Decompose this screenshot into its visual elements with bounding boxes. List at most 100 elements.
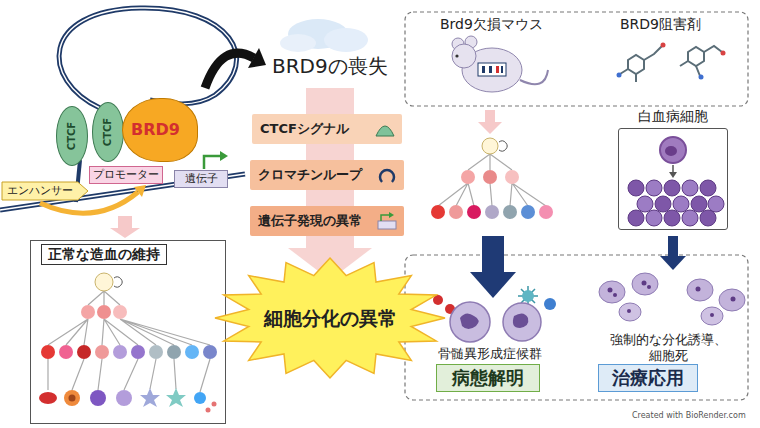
mouse-icon	[478, 63, 506, 76]
navy-down-arrow	[668, 236, 678, 256]
leukemia-cells	[646, 180, 662, 196]
leukemia-cells	[660, 137, 686, 163]
normal-hematopoiesis-tree	[81, 305, 95, 319]
leukemia-cells	[664, 210, 680, 226]
inhibitor-molecule	[688, 47, 704, 66]
mouse-hematopoiesis-tree	[482, 138, 498, 154]
process-box: CTCFシグナル	[252, 114, 402, 144]
heading-text: BRD9の喪失	[272, 54, 388, 78]
pink-down-arrow	[110, 228, 140, 238]
normal-hematopoiesis-tree	[206, 408, 211, 413]
dying-cells	[632, 273, 658, 295]
node-text: 細胞分化の異常	[264, 307, 397, 330]
pink-down-arrow	[110, 216, 140, 238]
mouse-hematopoiesis-tree	[483, 170, 497, 184]
node-text: クロマチンループ	[258, 167, 362, 183]
leukemia-cells	[637, 196, 653, 212]
normal-hematopoiesis-tree	[90, 390, 106, 406]
normal-hematopoiesis-tree	[116, 390, 132, 406]
normal-hematopoiesis-tree	[64, 390, 80, 406]
normal-hematopoiesis-tree	[113, 345, 127, 359]
dying-cells	[710, 313, 714, 317]
enhancer-arrow	[134, 185, 146, 197]
cloud-blob	[280, 34, 316, 52]
hematopoiesis-panel: 正常な造血の維持	[30, 240, 226, 424]
step-icon	[376, 212, 398, 230]
normal-hematopoiesis-tree	[97, 305, 111, 319]
normal-hematopoiesis-tree	[114, 277, 122, 287]
navy-down-arrow	[482, 236, 504, 272]
chromatin-loop	[59, 8, 237, 108]
leukemia-cells	[700, 180, 716, 196]
normal-hematopoiesis-tree	[149, 345, 163, 359]
node-text: 治療応用	[612, 367, 684, 389]
normal-hematopoiesis-tree	[59, 345, 73, 359]
dying-cells	[599, 273, 745, 325]
node-text: プロモーター	[93, 168, 159, 181]
mds-cells	[450, 302, 490, 342]
mouse-hematopoiesis-tree	[467, 205, 481, 219]
transcription-arrow	[204, 151, 228, 169]
dying-cells	[696, 287, 701, 292]
mds-cells	[513, 313, 528, 328]
mouse-icon	[501, 66, 503, 73]
step-icon	[374, 120, 396, 138]
dying-cells	[627, 309, 631, 313]
chromatin-loop	[59, 8, 237, 202]
result-box: 治療応用	[598, 364, 698, 392]
normal-hematopoiesis-tree	[48, 291, 210, 392]
mouse-hematopoiesis-tree	[431, 138, 553, 219]
black-curved-arrow	[205, 48, 266, 88]
mouse-hematopoiesis-tree	[438, 154, 546, 206]
dashed-region	[405, 12, 748, 400]
dying-cells	[731, 297, 736, 302]
dying-cells	[642, 281, 647, 286]
transcription-arrow	[220, 151, 228, 161]
leukemia-cells	[664, 180, 680, 196]
leukemia-cells	[682, 210, 698, 226]
normal-hematopoiesis-tree	[41, 345, 55, 359]
step-icon	[389, 212, 394, 218]
dashed-region	[405, 12, 748, 106]
step-icon	[376, 126, 394, 136]
leukemia-cells	[682, 180, 698, 196]
leukemia-cells	[628, 180, 644, 196]
mouse-icon	[496, 66, 499, 73]
dying-cells	[599, 281, 625, 303]
normal-hematopoiesis-tree	[95, 273, 113, 291]
inhibitor-molecule	[617, 73, 622, 78]
leukemia-cells	[669, 172, 677, 178]
mds-cells	[503, 303, 541, 341]
enhancer-shape	[2, 182, 88, 200]
mouse-icon	[452, 44, 476, 68]
mouse-icon	[520, 70, 548, 84]
node-text: 白血病細胞	[638, 108, 708, 125]
step-icon	[380, 170, 394, 182]
normal-hematopoiesis-tree	[77, 345, 91, 359]
navy-down-arrow	[470, 272, 516, 298]
leukemia-cells	[673, 196, 689, 212]
leukemia-cells	[665, 146, 677, 156]
dying-cells	[647, 285, 651, 289]
navy-down-arrow	[660, 256, 686, 270]
inhibitor-molecule	[721, 51, 726, 56]
normal-hematopoiesis-tree	[39, 273, 217, 413]
panel-label: Brd9欠損マウス	[440, 16, 543, 33]
result-box: 病態解明	[436, 364, 540, 392]
step-icon	[378, 221, 396, 229]
normal-hematopoiesis-tree	[212, 402, 217, 407]
leukemia-cells	[708, 196, 724, 212]
mds-cells	[433, 286, 556, 342]
mds-cells	[460, 313, 479, 329]
step-icon	[376, 166, 398, 184]
process-box: 遺伝子発現の異常	[250, 206, 404, 236]
mouse-icon	[452, 36, 548, 92]
node-text: CTCF	[66, 122, 78, 150]
dying-cells	[687, 279, 713, 301]
node-text: 正常な造血の維持	[41, 244, 167, 265]
pink-down-arrow	[118, 216, 132, 228]
mouse-hematopoiesis-tree	[485, 205, 499, 219]
black-curved-arrow	[205, 53, 254, 88]
leukemia-cells	[672, 165, 674, 172]
dying-cells	[613, 293, 617, 297]
